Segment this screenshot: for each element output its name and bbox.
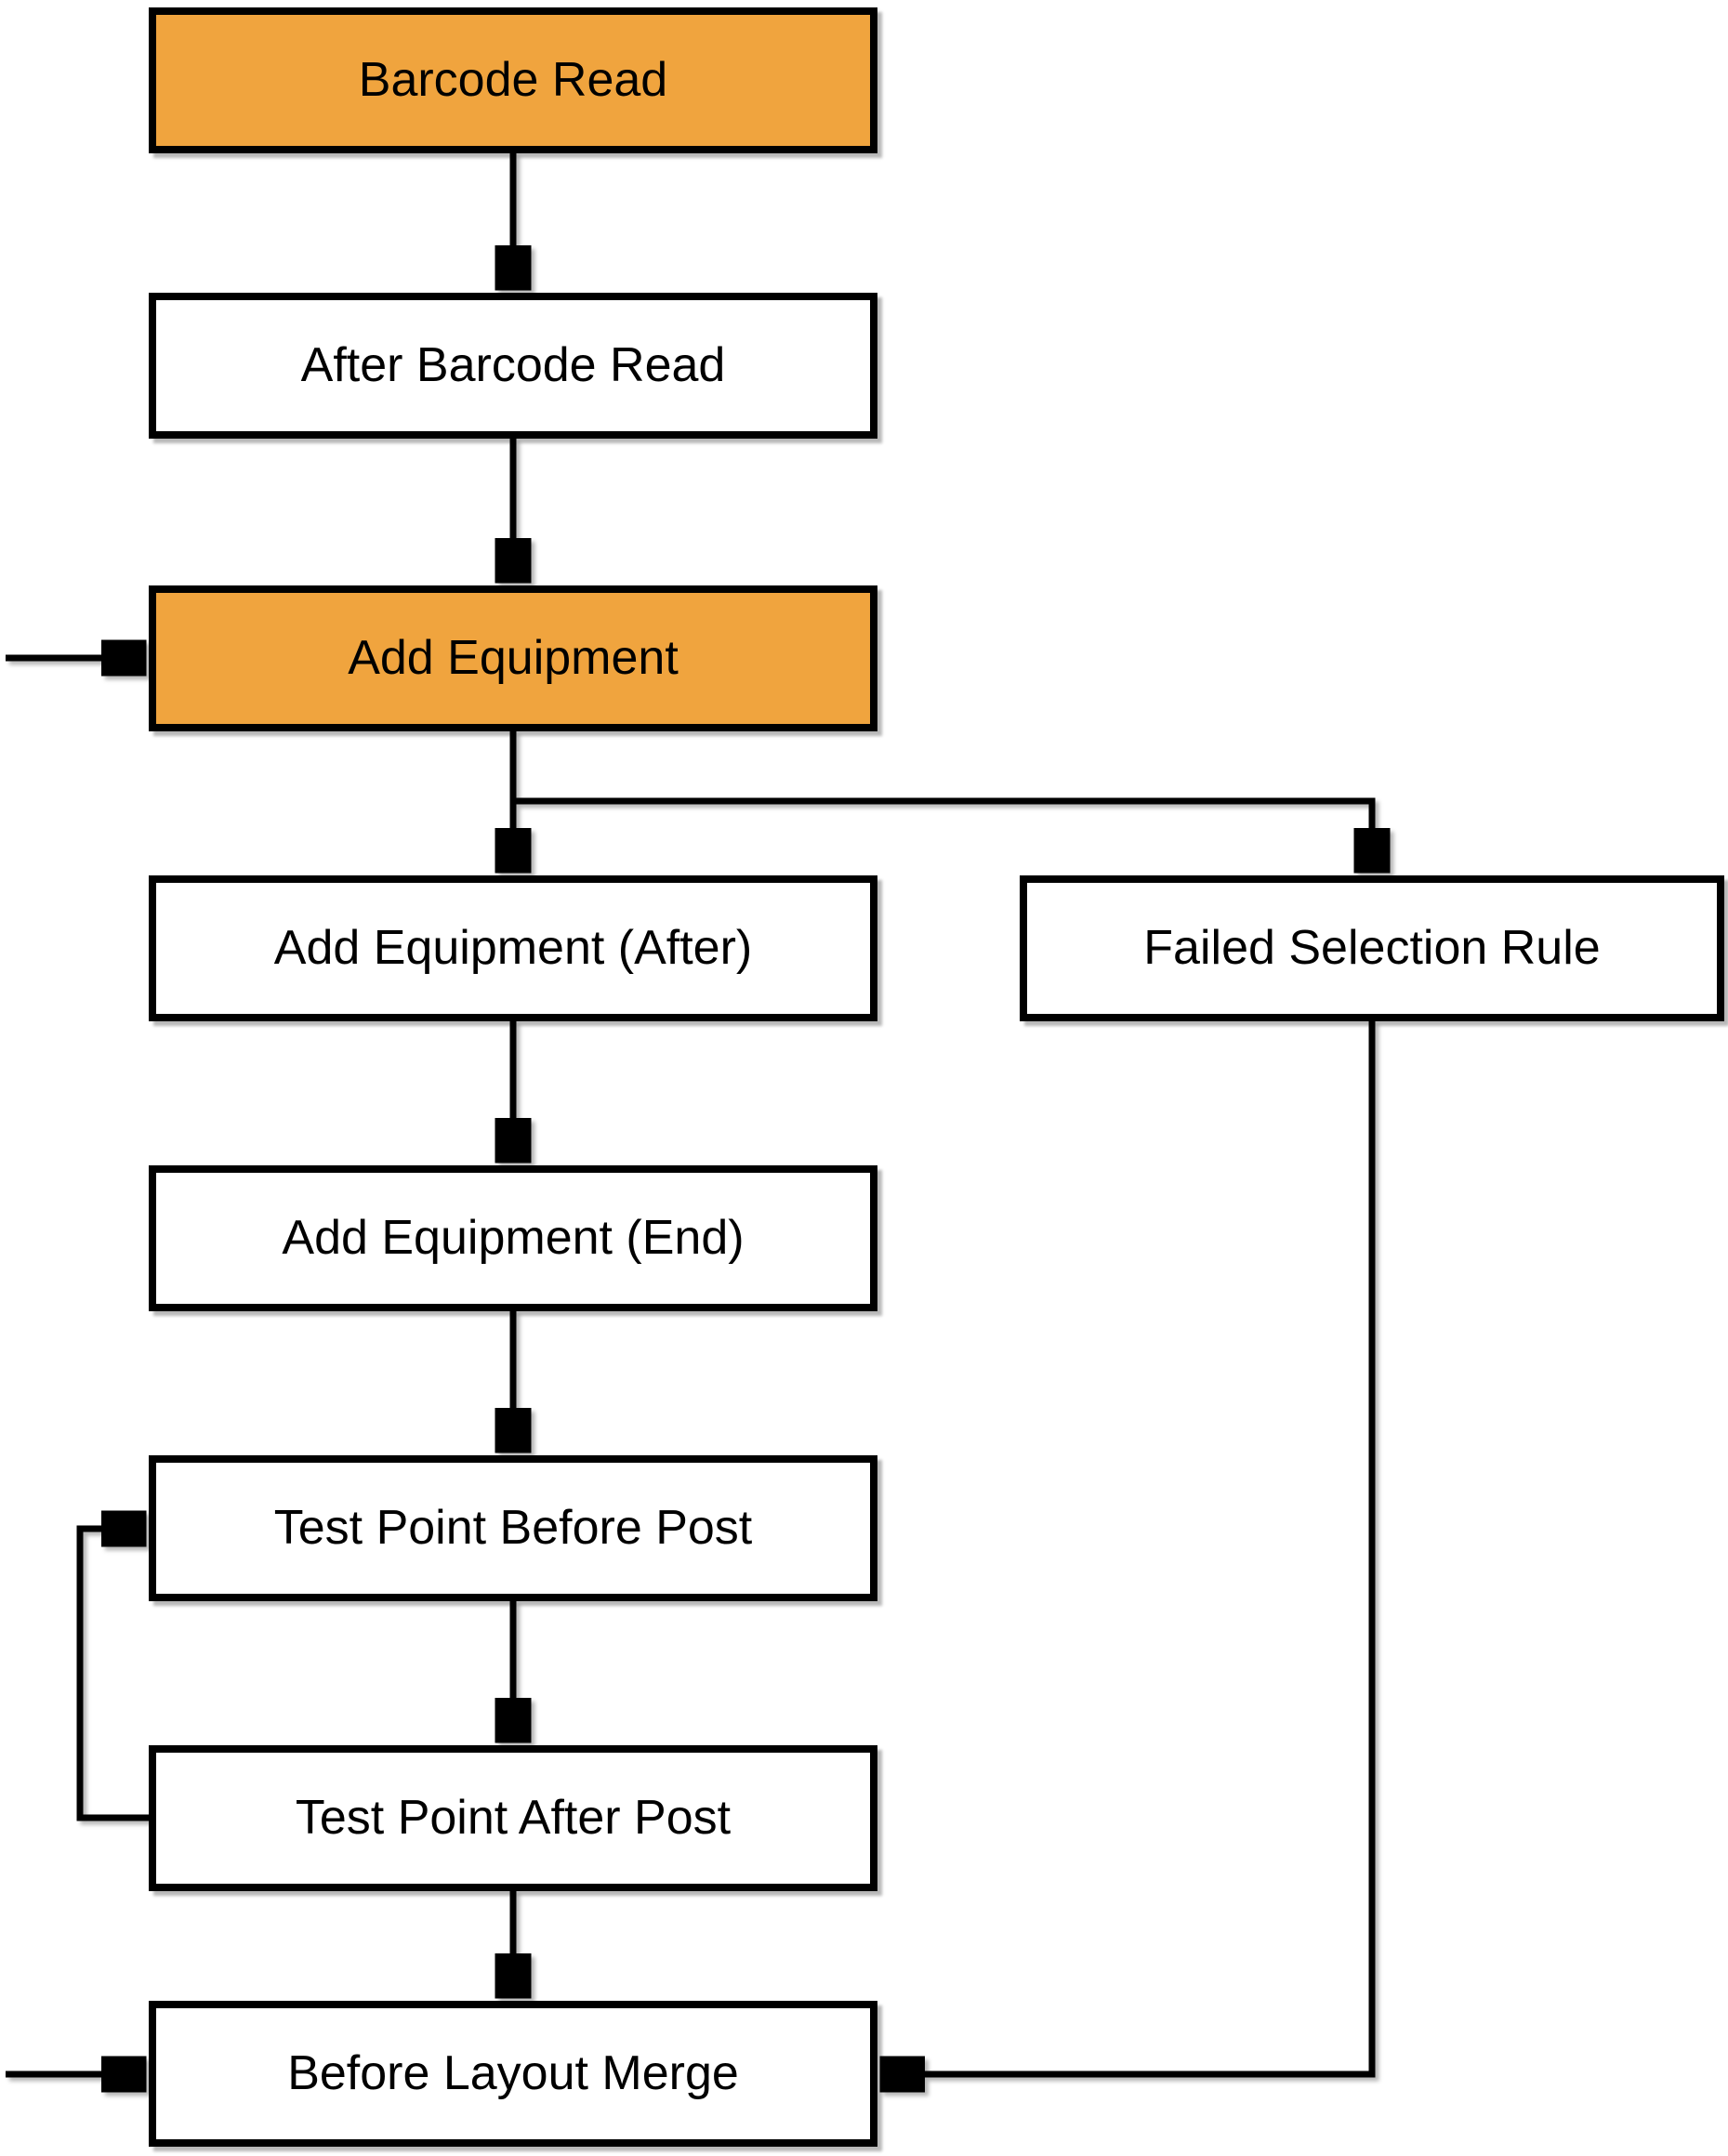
node-label: Barcode Read [358, 52, 668, 107]
node-add-equipment: Add Equipment [149, 585, 877, 731]
edge-add-equipment-to-failed-selection-rule [513, 797, 1372, 872]
node-label: Failed Selection Rule [1143, 920, 1601, 975]
node-barcode-read: Barcode Read [149, 7, 877, 153]
node-test-point-after-post: Test Point After Post [149, 1745, 877, 1891]
node-add-equipment-end: Add Equipment (End) [149, 1165, 877, 1311]
edge-test-point-after-post-to-test-point-before-post-loop [76, 1529, 149, 1821]
node-failed-selection-rule: Failed Selection Rule [1020, 875, 1724, 1021]
node-add-equipment-after: Add Equipment (After) [149, 875, 877, 1021]
node-label: Add Equipment (End) [282, 1210, 745, 1265]
node-label: Add Equipment [348, 630, 679, 685]
node-before-layout-merge: Before Layout Merge [149, 2001, 877, 2147]
node-label: After Barcode Read [300, 337, 726, 392]
node-label: Before Layout Merge [287, 2045, 739, 2100]
node-label: Test Point Before Post [273, 1500, 753, 1555]
edge-failed-selection-rule-to-before-layout-merge [881, 1021, 1376, 2074]
node-after-barcode-read: After Barcode Read [149, 293, 877, 439]
node-test-point-before-post: Test Point Before Post [149, 1455, 877, 1601]
node-label: Add Equipment (After) [273, 920, 753, 975]
node-label: Test Point After Post [295, 1790, 732, 1845]
